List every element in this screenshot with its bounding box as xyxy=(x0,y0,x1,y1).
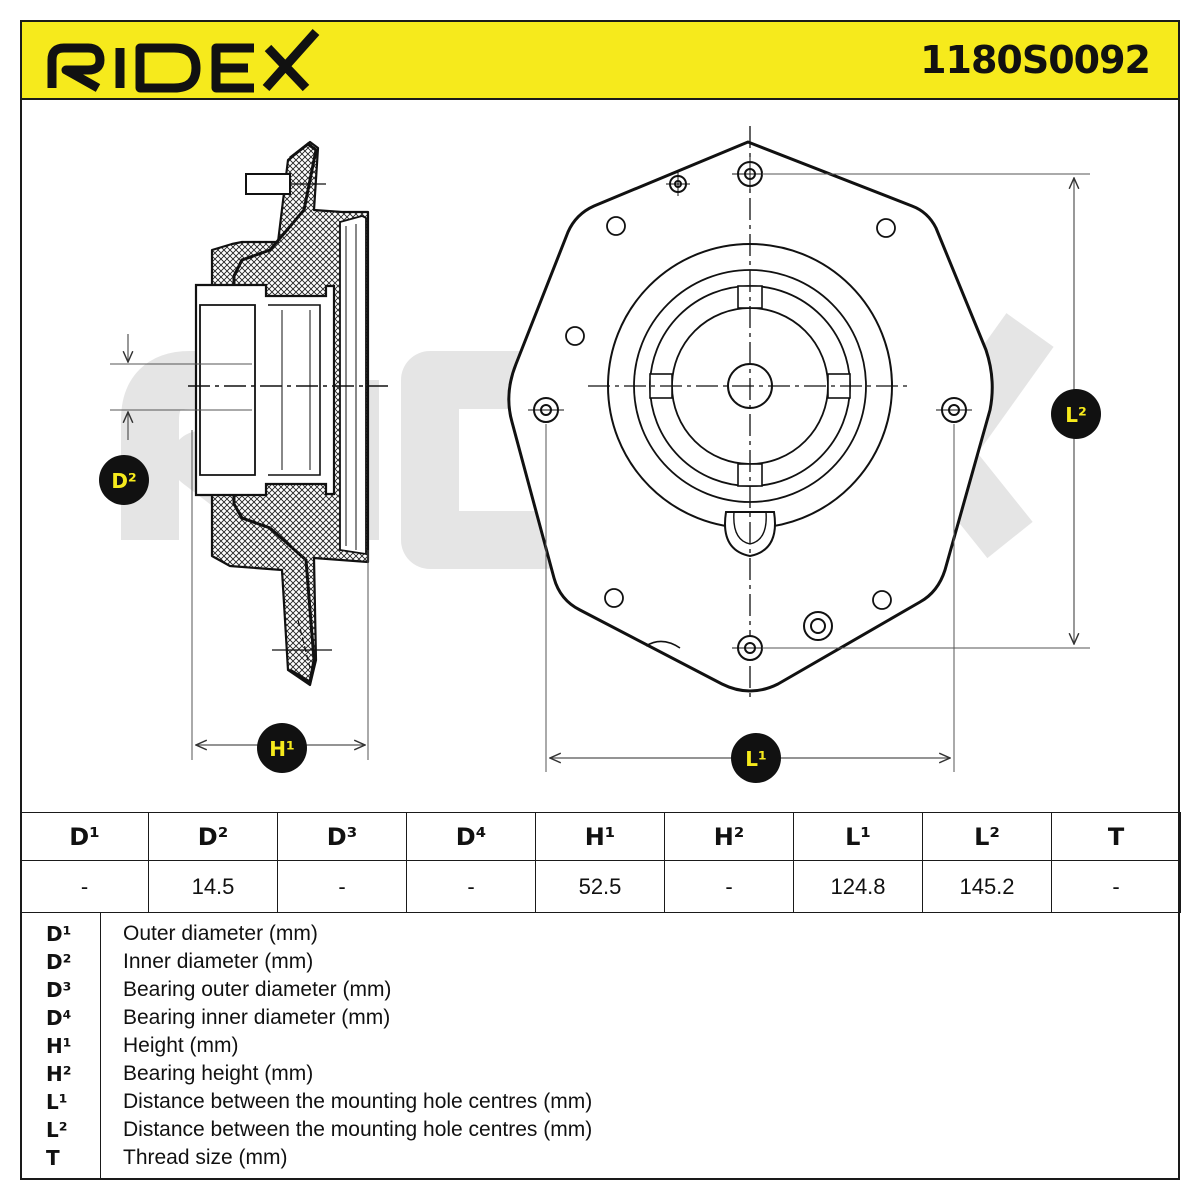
spec-table-value-row: - 14.5 - - 52.5 - 124.8 145.2 - xyxy=(20,860,1181,913)
legend-desc: Bearing outer diameter (mm) xyxy=(123,978,392,1001)
legend-desc: Bearing inner diameter (mm) xyxy=(123,1006,391,1029)
legend-key: L¹ xyxy=(46,1090,68,1114)
header-l1: L¹ xyxy=(793,812,923,861)
value-d1: - xyxy=(20,860,149,913)
value-l1: 124.8 xyxy=(793,860,923,913)
legend-key: H¹ xyxy=(46,1034,72,1058)
legend-item: T Thread size (mm) xyxy=(20,1146,1180,1174)
legend-key: D⁴ xyxy=(46,1006,72,1030)
legend-item: D² Inner diameter (mm) xyxy=(20,950,1180,978)
legend-item: H¹ Height (mm) xyxy=(20,1034,1180,1062)
legend-key: T xyxy=(46,1146,60,1170)
legend-desc: Outer diameter (mm) xyxy=(123,922,318,945)
plan-view xyxy=(507,126,1090,772)
svg-text:L¹: L¹ xyxy=(745,747,767,771)
svg-text:H¹: H¹ xyxy=(269,737,295,761)
legend-desc: Thread size (mm) xyxy=(123,1146,288,1169)
header-l2: L² xyxy=(922,812,1052,861)
spec-table-header-row: D¹ D² D³ D⁴ H¹ H² L¹ L² T xyxy=(20,812,1181,861)
value-l2: 145.2 xyxy=(922,860,1052,913)
header-d3: D³ xyxy=(277,812,407,861)
dimension-legend: D¹ Outer diameter (mm) D² Inner diameter… xyxy=(20,912,1180,1180)
d2-label-badge: D² xyxy=(99,455,149,505)
header-d1: D¹ xyxy=(20,812,149,861)
header-h2: H² xyxy=(664,812,794,861)
header-h1: H¹ xyxy=(535,812,665,861)
header-d4: D⁴ xyxy=(406,812,536,861)
legend-item: H² Bearing height (mm) xyxy=(20,1062,1180,1090)
legend-desc: Bearing height (mm) xyxy=(123,1062,314,1085)
part-number: 1180S0092 xyxy=(920,38,1151,82)
spec-table: D¹ D² D³ D⁴ H¹ H² L¹ L² T - 14.5 - - 52.… xyxy=(20,812,1181,913)
legend-desc: Inner diameter (mm) xyxy=(123,950,314,973)
header-bar: 1180S0092 xyxy=(20,20,1180,100)
header-t: T xyxy=(1051,812,1181,861)
l2-label-badge: L² xyxy=(1051,389,1101,439)
legend-key: D² xyxy=(46,950,72,974)
value-d3: - xyxy=(277,860,407,913)
value-t: - xyxy=(1051,860,1181,913)
l1-label-badge: L¹ xyxy=(731,733,781,783)
legend-desc: Distance between the mounting hole centr… xyxy=(123,1090,593,1113)
legend-key: D³ xyxy=(46,978,72,1002)
value-d2: 14.5 xyxy=(148,860,278,913)
header-d2: D² xyxy=(148,812,278,861)
technical-drawing: D² H¹ xyxy=(99,126,1101,783)
value-h2: - xyxy=(664,860,794,913)
ridex-logo xyxy=(47,29,320,93)
value-h1: 52.5 xyxy=(535,860,665,913)
legend-desc: Height (mm) xyxy=(123,1034,239,1057)
side-section-view xyxy=(110,140,388,760)
legend-divider xyxy=(100,912,101,1180)
legend-item: D³ Bearing outer diameter (mm) xyxy=(20,978,1180,1006)
legend-item: D⁴ Bearing inner diameter (mm) xyxy=(20,1006,1180,1034)
legend-desc: Distance between the mounting hole centr… xyxy=(123,1118,593,1141)
value-d4: - xyxy=(406,860,536,913)
legend-key: D¹ xyxy=(46,922,72,946)
legend-item: L² Distance between the mounting hole ce… xyxy=(20,1118,1180,1146)
legend-item: L¹ Distance between the mounting hole ce… xyxy=(20,1090,1180,1118)
legend-item: D¹ Outer diameter (mm) xyxy=(20,922,1180,950)
sheet-frame xyxy=(20,20,1180,1180)
svg-text:D²: D² xyxy=(111,469,136,493)
h1-label-badge: H¹ xyxy=(257,723,307,773)
legend-key: L² xyxy=(46,1118,68,1142)
svg-text:L²: L² xyxy=(1065,403,1087,427)
legend-key: H² xyxy=(46,1062,72,1086)
